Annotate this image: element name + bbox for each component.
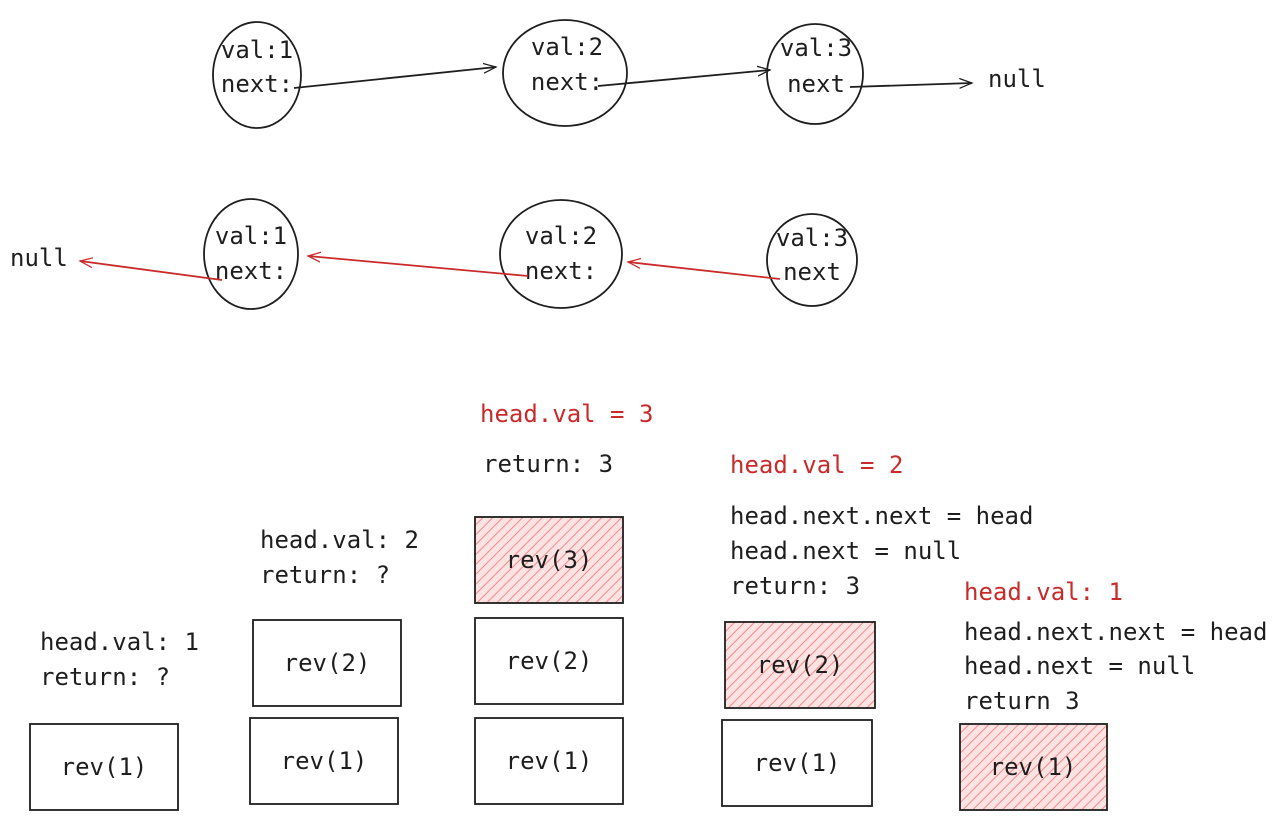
node-val-label: val:2 xyxy=(525,222,597,250)
stack-note: head.next = null xyxy=(964,652,1195,680)
stack-frame-box xyxy=(29,723,179,811)
stack-note: head.next.next = head xyxy=(730,502,1033,530)
stack-frame-label: rev(1) xyxy=(281,747,368,775)
stack-frame: rev(2) xyxy=(252,619,402,707)
node-val-label: val:1 xyxy=(215,222,287,250)
node-next-label: next xyxy=(787,70,845,98)
node-circle xyxy=(499,199,623,309)
stack-note: head.next = null xyxy=(730,537,961,565)
stack-heading: head.val = 3 xyxy=(480,400,653,428)
reversed-node-2: val:2 next: xyxy=(499,199,623,309)
node-val-label: val:3 xyxy=(780,34,852,62)
stack-frame-box xyxy=(252,619,402,707)
reversed-node-3: val:3 next xyxy=(766,213,858,307)
node-circle xyxy=(502,19,628,127)
stack-snapshot-2: head.val: 2 return: ? rev(2) rev(1) xyxy=(249,526,419,805)
stack-note: return: ? xyxy=(260,561,390,589)
node-next-label: next: xyxy=(215,257,287,285)
forward-node-2: val:2 next: xyxy=(502,19,628,127)
stack-frame-label: rev(3) xyxy=(506,546,593,574)
null-terminal: null xyxy=(10,244,68,272)
stack-snapshot-5: head.val: 1 head.next.next = head head.n… xyxy=(959,578,1267,811)
next-pointer-arrow xyxy=(293,67,496,89)
stack-frame: rev(1) xyxy=(474,717,624,805)
reversed-pointer-arrow xyxy=(308,256,529,277)
forward-list: val:1 next: val:2 next: val:3 next null xyxy=(212,19,1046,129)
stack-snapshot-4: head.val = 2 head.next.next = head head.… xyxy=(721,451,1033,807)
reversed-list: val:1 next: val:2 next: val:3 next null xyxy=(10,198,858,310)
stack-frame: rev(1) xyxy=(249,717,399,805)
stack-frame-label: rev(1) xyxy=(754,749,841,777)
stack-snapshot-3: head.val = 3 return: 3 rev(3) rev(2) rev… xyxy=(474,400,653,805)
node-next-label: next: xyxy=(221,70,293,98)
null-terminal: null xyxy=(988,65,1046,93)
node-circle xyxy=(212,21,302,129)
node-circle xyxy=(766,213,858,307)
forward-node-1: val:1 next: xyxy=(212,21,302,129)
stack-frame-box-highlighted xyxy=(959,723,1108,811)
stack-note: return 3 xyxy=(964,687,1080,715)
stack-note: return: ? xyxy=(40,663,170,691)
stack-note: head.val: 2 xyxy=(260,526,419,554)
stack-frame-box xyxy=(721,719,873,807)
stack-snapshot-1: head.val: 1 return: ? rev(1) xyxy=(29,628,199,811)
stack-frame: rev(2) xyxy=(724,621,876,709)
stack-frame-box xyxy=(474,717,624,805)
reversed-pointer-arrow xyxy=(80,261,223,281)
forward-node-3: val:3 next xyxy=(766,23,864,125)
node-next-label: next: xyxy=(525,257,597,285)
node-val-label: val:1 xyxy=(221,36,293,64)
node-circle xyxy=(203,198,299,310)
next-pointer-arrow xyxy=(849,83,972,87)
stack-frame: rev(3) xyxy=(474,516,624,604)
stack-note: head.val: 1 xyxy=(40,628,199,656)
node-next-label: next xyxy=(783,258,841,286)
stack-frame-label: rev(2) xyxy=(506,647,593,675)
node-val-label: val:2 xyxy=(531,33,603,61)
node-val-label: val:3 xyxy=(776,224,848,252)
stack-frame-label: rev(1) xyxy=(990,753,1077,781)
stack-note: head.next.next = head xyxy=(964,618,1267,646)
stack-note: return: 3 xyxy=(483,450,613,478)
stack-frame-label: rev(1) xyxy=(61,753,148,781)
stack-frame: rev(2) xyxy=(474,617,624,705)
stack-frame-box xyxy=(474,617,624,705)
reversed-pointer-arrow xyxy=(628,262,781,280)
stack-frame: rev(1) xyxy=(959,723,1108,811)
stack-heading: head.val = 2 xyxy=(730,451,903,479)
stack-frame-box xyxy=(249,717,399,805)
stack-frame-box-highlighted xyxy=(724,621,876,709)
node-next-label: next: xyxy=(531,68,603,96)
stack-frame: rev(1) xyxy=(29,723,179,811)
stack-frame: rev(1) xyxy=(721,719,873,807)
next-pointer-arrow xyxy=(597,70,770,87)
stack-frame-label: rev(1) xyxy=(506,747,593,775)
stack-heading: head.val: 1 xyxy=(964,578,1123,606)
stack-note: return: 3 xyxy=(730,572,860,600)
reversed-node-1: val:1 next: xyxy=(203,198,299,310)
stack-frame-box-highlighted xyxy=(474,516,624,604)
stack-frame-label: rev(2) xyxy=(757,651,844,679)
stack-frame-label: rev(2) xyxy=(284,649,371,677)
